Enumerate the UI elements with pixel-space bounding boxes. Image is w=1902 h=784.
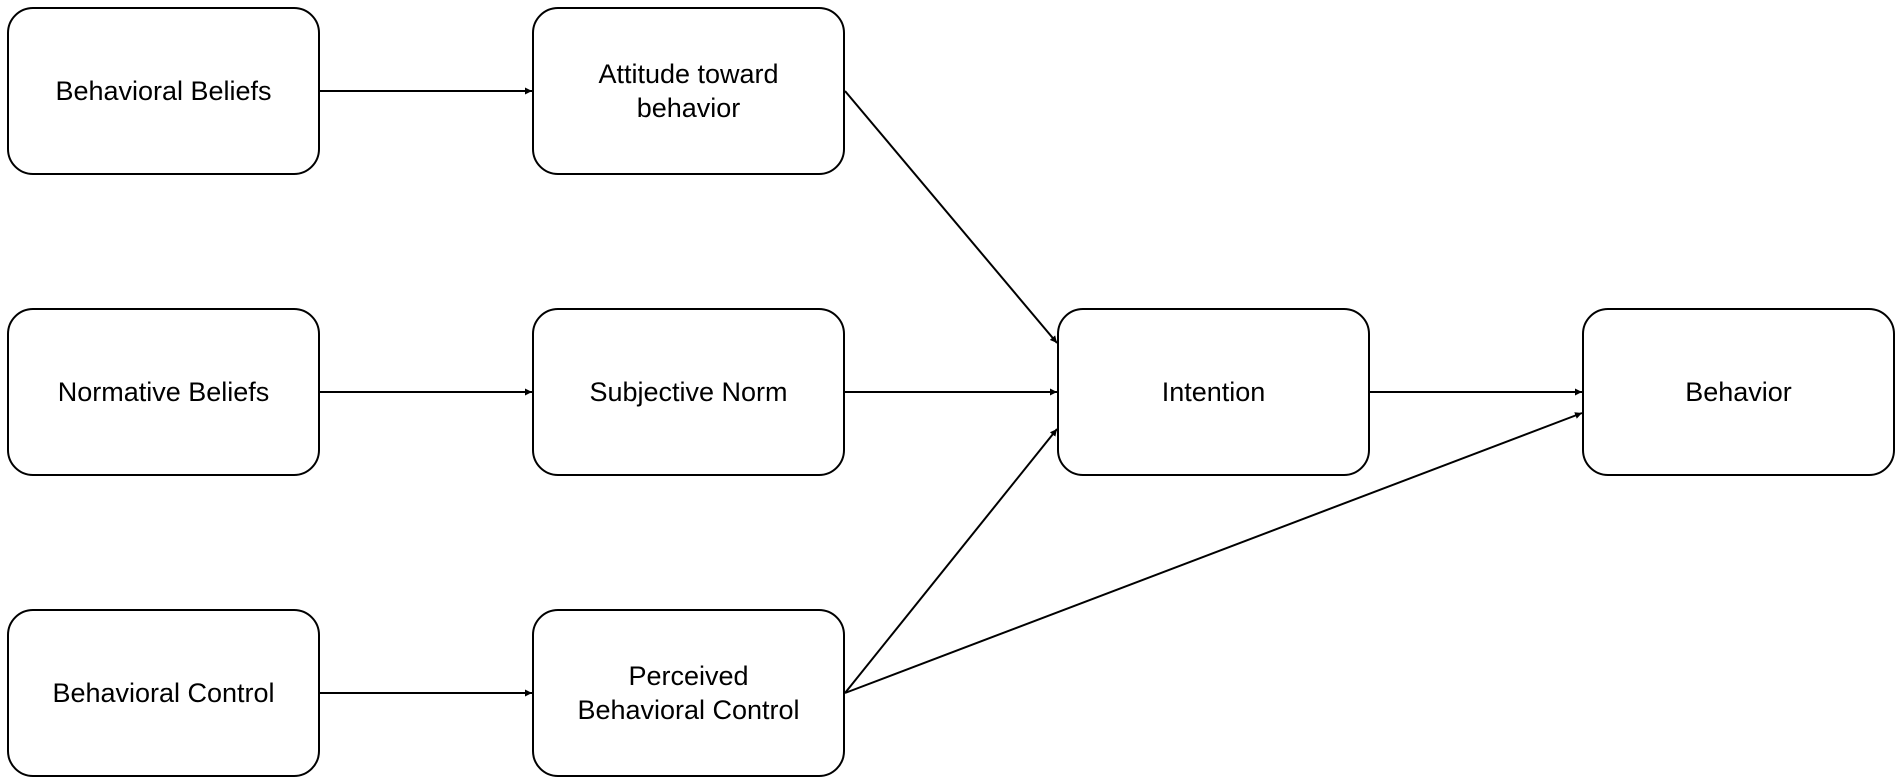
behavioral-beliefs-node: Behavioral Beliefs	[7, 7, 320, 175]
behavior-label: Behavior	[1685, 377, 1792, 407]
behavioral-control-label: Behavioral Control	[52, 678, 275, 708]
arrow-perceived-control-to-behavior	[844, 412, 1583, 694]
subjective-norm-label: Subjective Norm	[589, 377, 788, 407]
intention-node: Intention	[1057, 308, 1370, 476]
arrow-attitude-to-intention	[844, 90, 1058, 344]
edge-layer	[320, 87, 1583, 697]
perceived-behavioral-control-label: Perceived Behavioral Control	[577, 661, 800, 725]
intention-label: Intention	[1161, 377, 1266, 407]
behavioral-beliefs-label: Behavioral Beliefs	[55, 76, 272, 106]
subjective-norm-node: Subjective Norm	[532, 308, 845, 476]
perceived-behavioral-control-node: Perceived Behavioral Control	[532, 609, 845, 777]
arrow-perceived-control-to-intention	[844, 428, 1058, 694]
behavioral-control-node: Behavioral Control	[7, 609, 320, 777]
attitude-toward-behavior-label: Attitude toward behavior	[598, 59, 779, 123]
attitude-toward-behavior-node: Attitude toward behavior	[532, 7, 845, 175]
behavior-node: Behavior	[1582, 308, 1895, 476]
normative-beliefs-node: Normative Beliefs	[7, 308, 320, 476]
normative-beliefs-label: Normative Beliefs	[57, 377, 270, 407]
